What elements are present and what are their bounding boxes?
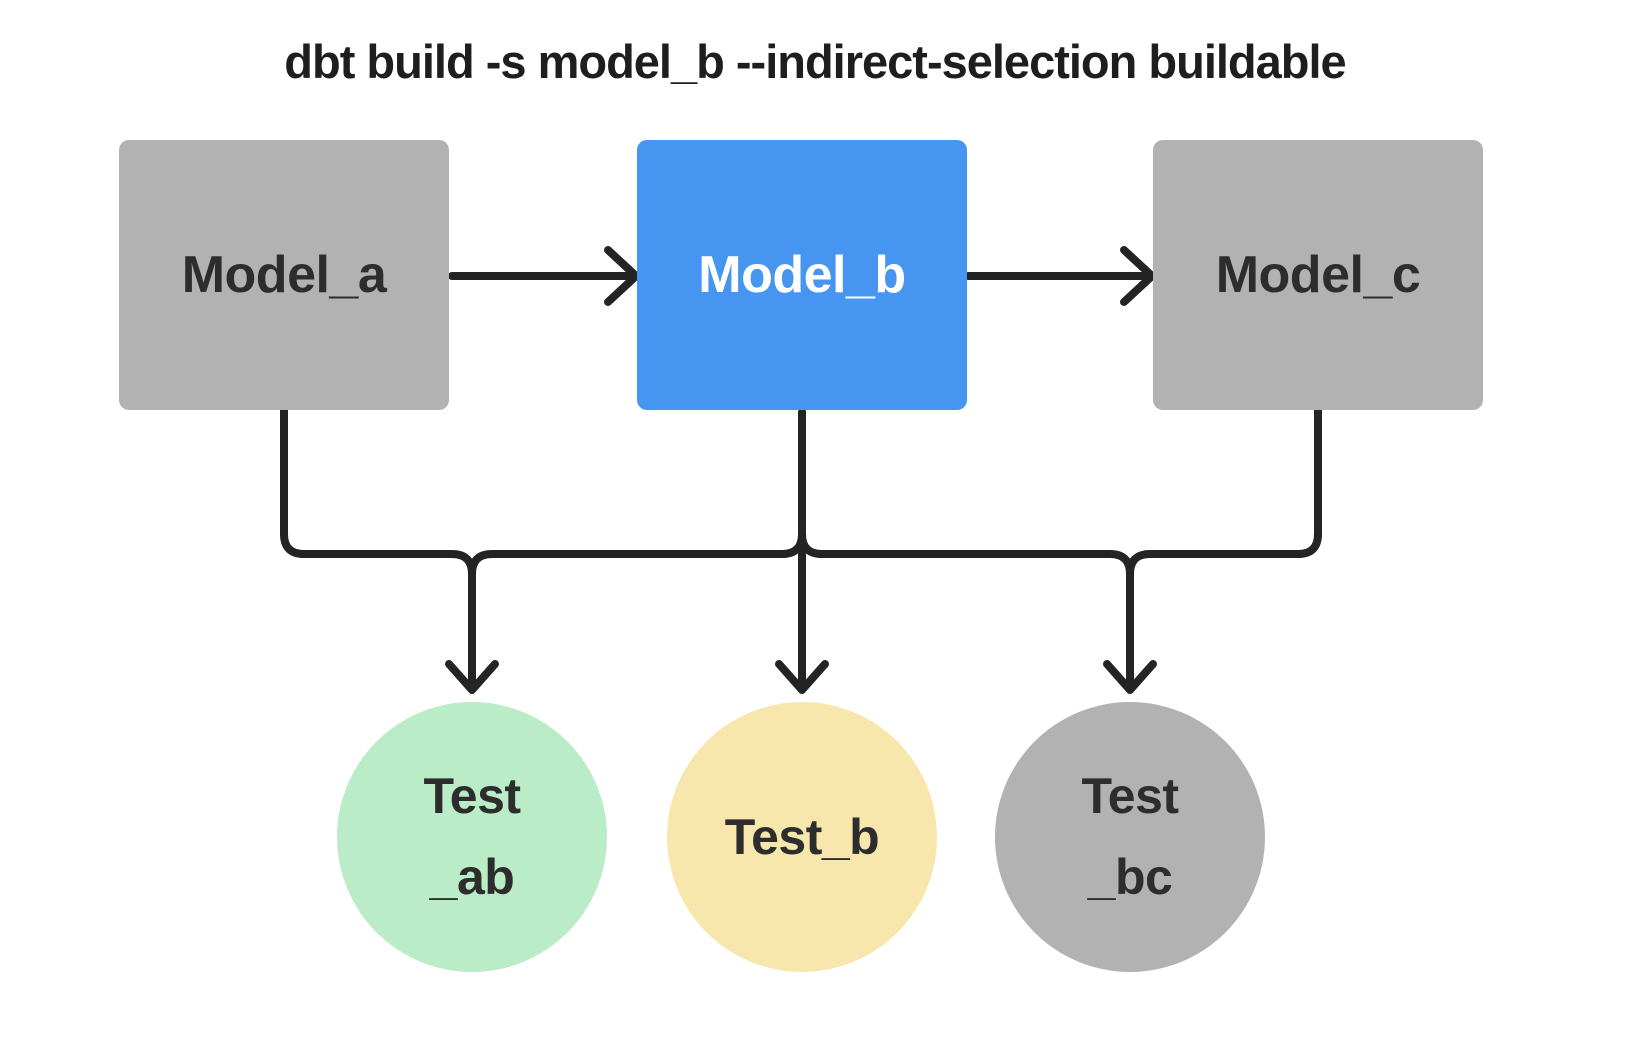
node-model-c: Model_c — [1153, 140, 1483, 410]
arrowhead-test-b — [775, 660, 829, 694]
node-test-bc-label-line-2: _bc — [1087, 849, 1173, 905]
edge-model-a-to-model-b-arrowhead — [604, 246, 640, 306]
node-model-b: Model_b — [637, 140, 967, 410]
node-model-c-label: Model_c — [1215, 246, 1421, 304]
node-model-b-label: Model_b — [698, 246, 906, 304]
node-test-ab-label-line-1: Test — [423, 768, 521, 824]
node-test-ab-label-line-2: _ab — [429, 849, 515, 905]
arrowhead-test-ab — [445, 660, 499, 694]
node-model-a: Model_a — [119, 140, 449, 410]
diagram-title: dbt build -s model_b --indirect-selectio… — [284, 35, 1346, 88]
edge-model-a-to-test-ab — [280, 406, 476, 688]
node-model-a-label: Model_a — [181, 246, 387, 304]
node-test-ab: Test _ab — [337, 702, 607, 972]
arrowhead-test-bc — [1103, 660, 1157, 694]
node-test-bc-label-line-1: Test — [1081, 768, 1179, 824]
node-test-b: Test_b — [667, 702, 937, 972]
edge-bus-left — [468, 530, 806, 578]
edge-model-b-to-model-c-arrowhead — [1120, 246, 1156, 306]
node-test-b-label-line-1: Test_b — [724, 808, 880, 865]
edge-model-c-stem — [1126, 406, 1322, 578]
edge-bus-right — [798, 530, 1134, 578]
node-test-bc: Test _bc — [995, 702, 1265, 972]
